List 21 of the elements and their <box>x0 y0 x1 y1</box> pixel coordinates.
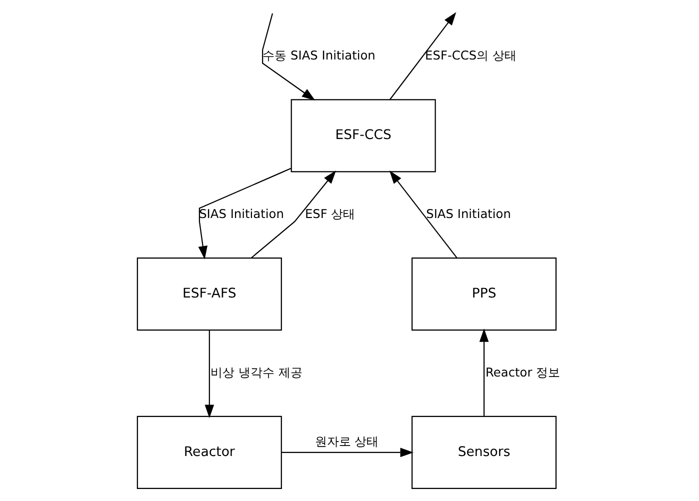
arrow <box>262 13 316 100</box>
node-box: Reactor <box>136 416 282 489</box>
edge-label: ESF-CCS의 상태 <box>425 48 516 63</box>
edge-label: 비상 냉각수 제공 <box>210 365 302 380</box>
node-box: ESF-CCS <box>290 99 436 172</box>
arrow <box>479 328 489 416</box>
edge-label: ESF 상태 <box>304 207 356 222</box>
arrow <box>204 330 214 418</box>
edge-label: SIAS Initiation <box>199 207 284 222</box>
edge-label: Reactor 정보 <box>485 365 560 380</box>
arrow <box>282 448 414 458</box>
edge-label: 수동 SIAS Initiation <box>262 48 376 63</box>
node-box: ESF-AFS <box>136 258 282 331</box>
arrow <box>389 170 458 258</box>
edge-label: SIAS Initiation <box>426 207 511 222</box>
node-box: PPS <box>412 258 557 331</box>
arrow <box>390 12 456 100</box>
arrow <box>251 170 336 258</box>
edge-label: 원자로 상태 <box>314 434 379 449</box>
node-box: Sensors <box>412 416 557 489</box>
arrow <box>198 168 292 260</box>
